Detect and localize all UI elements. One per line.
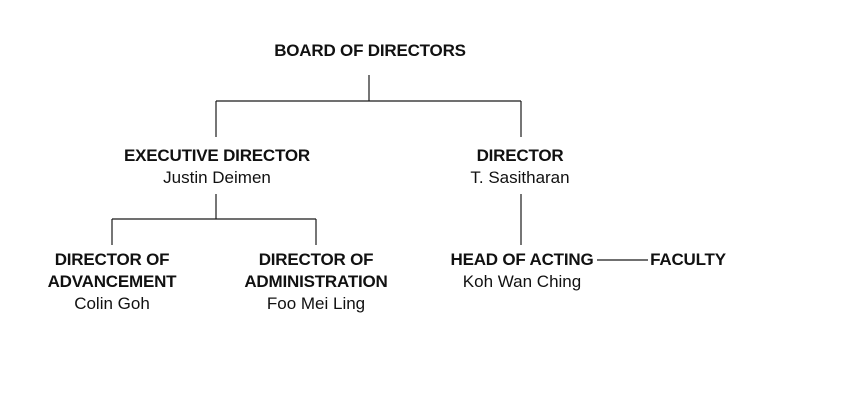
director-title: DIRECTOR — [476, 146, 564, 165]
advancement-title-line1: DIRECTOR OF — [54, 250, 170, 269]
executive-director-title: EXECUTIVE DIRECTOR — [124, 146, 310, 165]
administration-title-line2: ADMINISTRATION — [244, 272, 388, 291]
executive-director-node: EXECUTIVE DIRECTOR Justin Deimen — [92, 145, 342, 189]
advancement-title-line2: ADVANCEMENT — [47, 272, 177, 291]
advancement-name: Colin Goh — [74, 294, 150, 313]
director-node: DIRECTOR T. Sasitharan — [420, 145, 620, 189]
board-of-directors-node: BOARD OF DIRECTORS — [220, 40, 520, 62]
board-title: BOARD OF DIRECTORS — [274, 41, 466, 60]
administration-title-line1: DIRECTOR OF — [258, 250, 374, 269]
head-of-acting-name: Koh Wan Ching — [462, 272, 582, 291]
director-of-advancement-node: DIRECTOR OF ADVANCEMENT Colin Goh — [22, 249, 202, 315]
executive-director-name: Justin Deimen — [163, 168, 271, 187]
head-of-acting-node: HEAD OF ACTING Koh Wan Ching — [437, 249, 607, 293]
director-name: T. Sasitharan — [470, 168, 570, 187]
faculty-node: FACULTY — [638, 249, 738, 271]
director-of-administration-node: DIRECTOR OF ADMINISTRATION Foo Mei Ling — [226, 249, 406, 315]
faculty-title: FACULTY — [650, 250, 726, 269]
administration-name: Foo Mei Ling — [266, 294, 366, 313]
head-of-acting-title: HEAD OF ACTING — [450, 250, 594, 269]
